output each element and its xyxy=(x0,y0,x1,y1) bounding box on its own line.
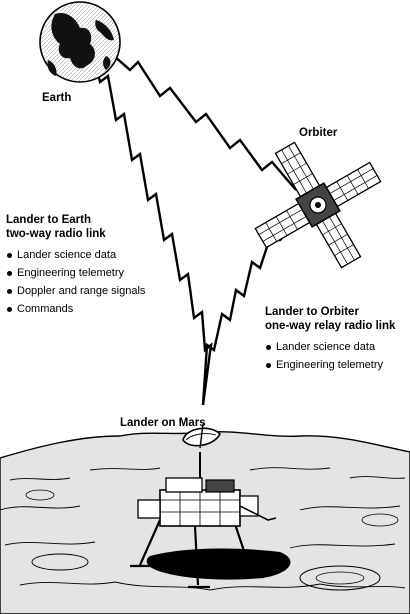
orbiter-link-title-line2: one-way relay radio link xyxy=(265,320,396,332)
list-item: Commands xyxy=(6,300,145,318)
earth-link-block: Lander to Earth two-way radio link Lande… xyxy=(6,213,145,318)
orbiter-spacecraft-icon xyxy=(254,141,382,269)
earth-link-title-line1: Lander to Earth xyxy=(6,214,91,226)
list-item: Lander science data xyxy=(6,246,145,264)
list-item: Lander science data xyxy=(265,338,395,356)
list-item: Doppler and range signals xyxy=(6,282,145,300)
orbiter-label: Orbiter xyxy=(299,127,338,139)
earth-orbiter-radio-link xyxy=(104,47,297,191)
orbiter-link-block: Lander to Orbiter one-way relay radio li… xyxy=(265,305,395,374)
orbiter-link-list: Lander science data Engineering telemetr… xyxy=(265,338,395,374)
orbiter-link-title-line1: Lander to Orbiter xyxy=(265,306,359,318)
earth-link-title-line2: two-way radio link xyxy=(6,228,106,240)
list-item: Engineering telemetry xyxy=(6,264,145,282)
earth-label: Earth xyxy=(42,92,72,104)
earth-globe-icon xyxy=(39,1,121,83)
earth-lander-radio-link xyxy=(90,49,213,406)
lander-label: Lander on Mars xyxy=(120,417,206,429)
list-item: Engineering telemetry xyxy=(265,356,395,374)
lander-icon xyxy=(130,423,277,589)
earth-link-list: Lander science data Engineering telemetr… xyxy=(6,246,145,318)
